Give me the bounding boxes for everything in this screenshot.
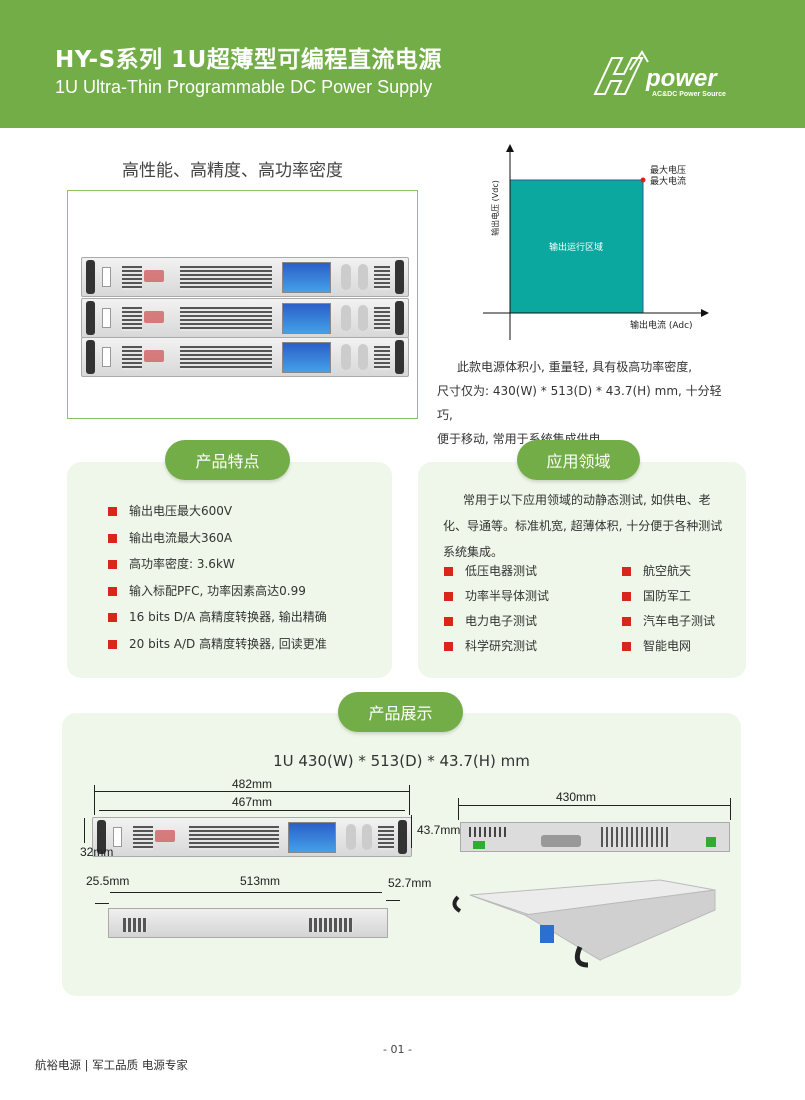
depth-527-label: 52.7mm: [388, 876, 432, 890]
power-supply-front: [81, 257, 409, 297]
power-supply-front: [81, 337, 409, 377]
feature-text: 高功率密度: 3.6kW: [129, 557, 235, 571]
region-label: 输出运行区域: [549, 241, 603, 253]
bullet-icon: [108, 586, 117, 596]
product-photo-stack: [67, 190, 418, 419]
feature-text: 输出电压最大600V: [129, 504, 233, 518]
logo-tagline: AC&DC Power Source: [652, 91, 726, 98]
application-text: 电力电子测试: [465, 614, 538, 628]
tagline: 高性能、高精度、高功率密度: [122, 161, 343, 181]
operating-region: [509, 179, 644, 314]
bullet-icon: [108, 533, 117, 543]
x-axis-label: 输出电流 (Adc): [630, 319, 693, 331]
bullet-icon: [108, 639, 117, 649]
power-supply-front: [92, 817, 412, 857]
bullet-icon: [622, 617, 631, 626]
feature-text: 20 bits A/D 高精度转换器, 回读更准: [129, 636, 327, 651]
applications-intro: 常用于以下应用领域的动静态测试, 如供电、老化、导通等。标准机宽, 超薄体积, …: [443, 493, 723, 559]
application-item: 科学研究测试: [444, 637, 622, 656]
feature-item: 16 bits D/A 高精度转换器, 输出精确: [108, 604, 327, 631]
page-number: - 01 -: [383, 1043, 412, 1056]
applications-heading: 应用领域: [517, 440, 640, 480]
isometric-view-drawing: [452, 879, 716, 968]
applications-card: [418, 462, 746, 678]
front-view-drawing: [82, 815, 422, 860]
operating-region-chart: 最大电压 最大电流 输出运行区域 输出电流 (Adc) 输出电压 (Vdc): [483, 144, 709, 340]
applications-list: 低压电器测试 航空航天功率半导体测试 国防军工电力电子测试 汽车电子测试科学研究测试 智…: [444, 562, 734, 656]
height-32-label: 32mm: [80, 845, 114, 859]
desc-line: 此款电源体积小, 重量轻, 具有极高功率密度,: [457, 360, 693, 374]
bullet-icon: [444, 567, 453, 576]
application-text: 航空航天: [643, 564, 692, 578]
brand-logo: power AC&DC Power Source: [590, 48, 750, 100]
application-item: 国防军工: [622, 587, 732, 606]
features-heading: 产品特点: [165, 440, 290, 480]
page-title: HY-S系列 1U超薄型可编程直流电源: [55, 47, 442, 73]
max-point: [640, 177, 646, 183]
depth-255-label: 25.5mm: [86, 874, 130, 888]
hy-logo-icon: power AC&DC Power Source: [593, 50, 726, 98]
bullet-icon: [108, 560, 117, 569]
application-item: 航空航天: [622, 562, 732, 581]
feature-text: 输入标配PFC, 功率因素高达0.99: [129, 583, 306, 598]
feature-text: 输出电流最大360A: [129, 530, 233, 545]
application-text: 科学研究测试: [465, 639, 538, 653]
application-text: 低压电器测试: [465, 564, 538, 578]
bullet-icon: [108, 613, 117, 622]
desc-line: 尺寸仅为: 430(W) * 513(D) * 43.7(H) mm, 十分轻巧…: [437, 384, 722, 422]
power-supply-front: [81, 298, 409, 338]
page-subtitle: 1U Ultra-Thin Programmable DC Power Supp…: [55, 77, 433, 97]
bullet-icon: [444, 592, 453, 601]
feature-item: 输出电流最大360A: [108, 525, 327, 552]
application-text: 智能电网: [643, 639, 692, 653]
features-card: [67, 462, 392, 678]
feature-item: 20 bits A/D 高精度转换器, 回读更准: [108, 631, 327, 658]
application-item: 汽车电子测试: [622, 612, 732, 631]
feature-text: 16 bits D/A 高精度转换器, 输出精确: [129, 610, 327, 624]
application-text: 汽车电子测试: [643, 614, 716, 628]
y-axis-label: 输出电压 (Vdc): [490, 180, 500, 236]
height-437-label: 43.7mm: [417, 823, 461, 837]
application-item: 智能电网: [622, 637, 732, 656]
bullet-icon: [444, 617, 453, 626]
footer-text: 航裕电源 | 军工品质 电源专家: [35, 1058, 188, 1072]
features-list: 输出电压最大600V 输出电流最大360A 高功率密度: 3.6kW 输入标配PFC,…: [108, 498, 327, 657]
max-voltage-label: 最大电压: [650, 164, 686, 176]
max-current-label: 最大电流: [650, 175, 686, 187]
width-430-label: 430mm: [556, 790, 597, 804]
width-467-label: 467mm: [232, 795, 273, 809]
header-banner: [0, 0, 805, 128]
feature-item: 高功率密度: 3.6kW: [108, 551, 327, 578]
bullet-icon: [622, 592, 631, 601]
width-482-label: 482mm: [232, 777, 273, 791]
depth-513-label: 513mm: [240, 874, 281, 888]
feature-item: 输入标配PFC, 功率因素高达0.99: [108, 578, 327, 605]
bullet-icon: [444, 642, 453, 651]
bullet-icon: [108, 507, 117, 516]
showcase-heading: 产品展示: [338, 692, 463, 732]
intro-description: 此款电源体积小, 重量轻, 具有极高功率密度, 尺寸仅为: 430(W) * 5…: [437, 355, 737, 451]
feature-item: 输出电压最大600V: [108, 498, 327, 525]
application-item: 低压电器测试: [444, 562, 622, 581]
application-text: 功率半导体测试: [465, 589, 550, 603]
bullet-icon: [622, 642, 631, 651]
application-item: 功率半导体测试: [444, 587, 622, 606]
side-view-drawing: [108, 908, 388, 938]
application-item: 电力电子测试: [444, 612, 622, 631]
logo-text: power: [645, 65, 718, 92]
rear-view-drawing: [460, 822, 730, 852]
dimensions-title: 1U 430(W) * 513(D) * 43.7(H) mm: [273, 752, 530, 770]
application-text: 国防军工: [643, 589, 692, 603]
bullet-icon: [622, 567, 631, 576]
